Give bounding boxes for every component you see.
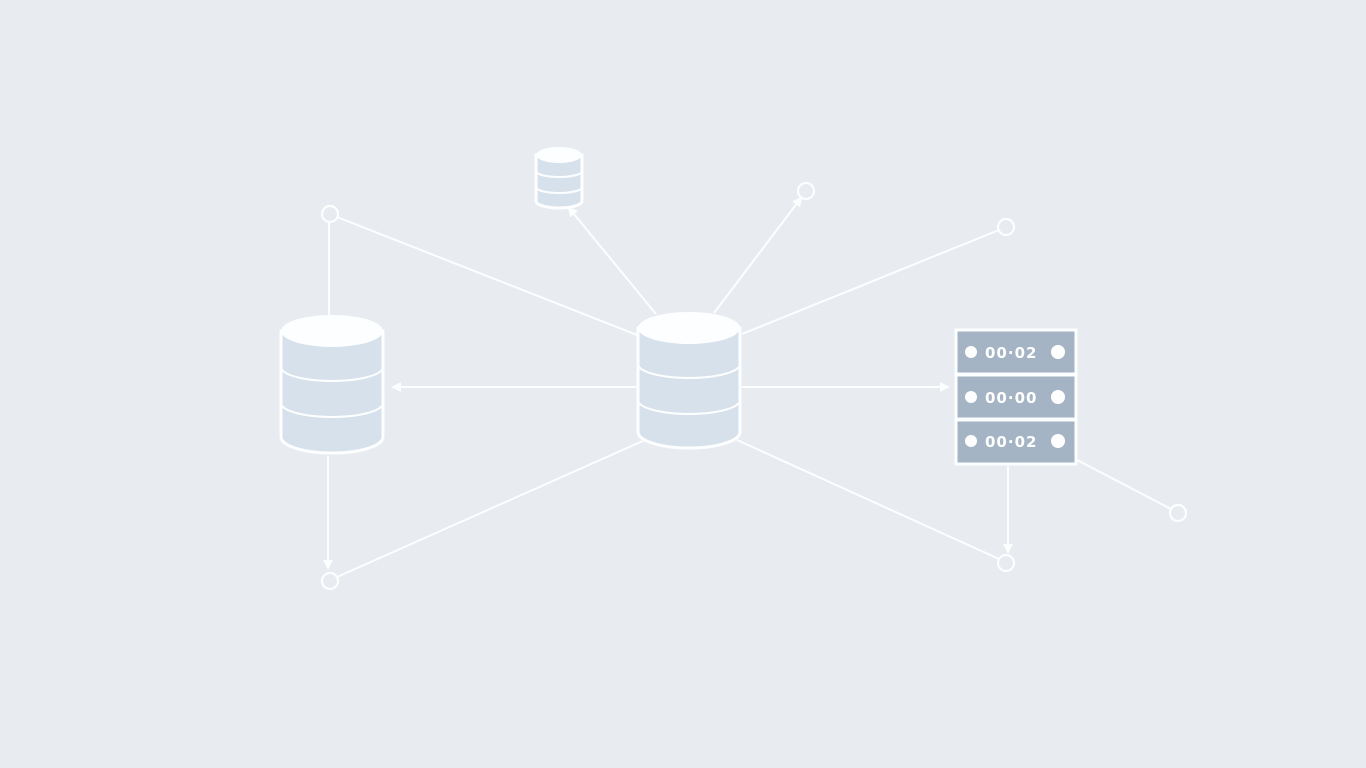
connector-line [736, 439, 1000, 560]
endpoint-node [996, 553, 1016, 573]
endpoint-node [1168, 503, 1188, 523]
endpoint-node [996, 217, 1016, 237]
connector-line [336, 216, 638, 336]
server-row: 00·02 [954, 328, 1078, 376]
connector-line [336, 439, 646, 578]
left-database-icon [279, 315, 385, 455]
endpoint-node [796, 181, 816, 201]
connector-arrow [713, 196, 803, 314]
connector-arrow [567, 206, 657, 315]
central-database-icon [636, 312, 742, 450]
server-row-label: 00·00 [985, 389, 1037, 407]
connections [323, 196, 1172, 578]
endpoint-node [320, 571, 340, 591]
server-row-label: 00·02 [985, 433, 1037, 451]
endpoint-nodes [320, 181, 1188, 591]
server-row: 00·02 [954, 418, 1078, 466]
small-database-icon [534, 147, 584, 210]
endpoint-node [320, 204, 340, 224]
connector-line [741, 229, 1000, 335]
server-row-label: 00·02 [985, 344, 1037, 362]
server-rack-icon: 00·02 00·00 00·02 [954, 328, 1078, 466]
connector-line [1076, 459, 1172, 510]
server-row: 00·00 [954, 373, 1078, 421]
